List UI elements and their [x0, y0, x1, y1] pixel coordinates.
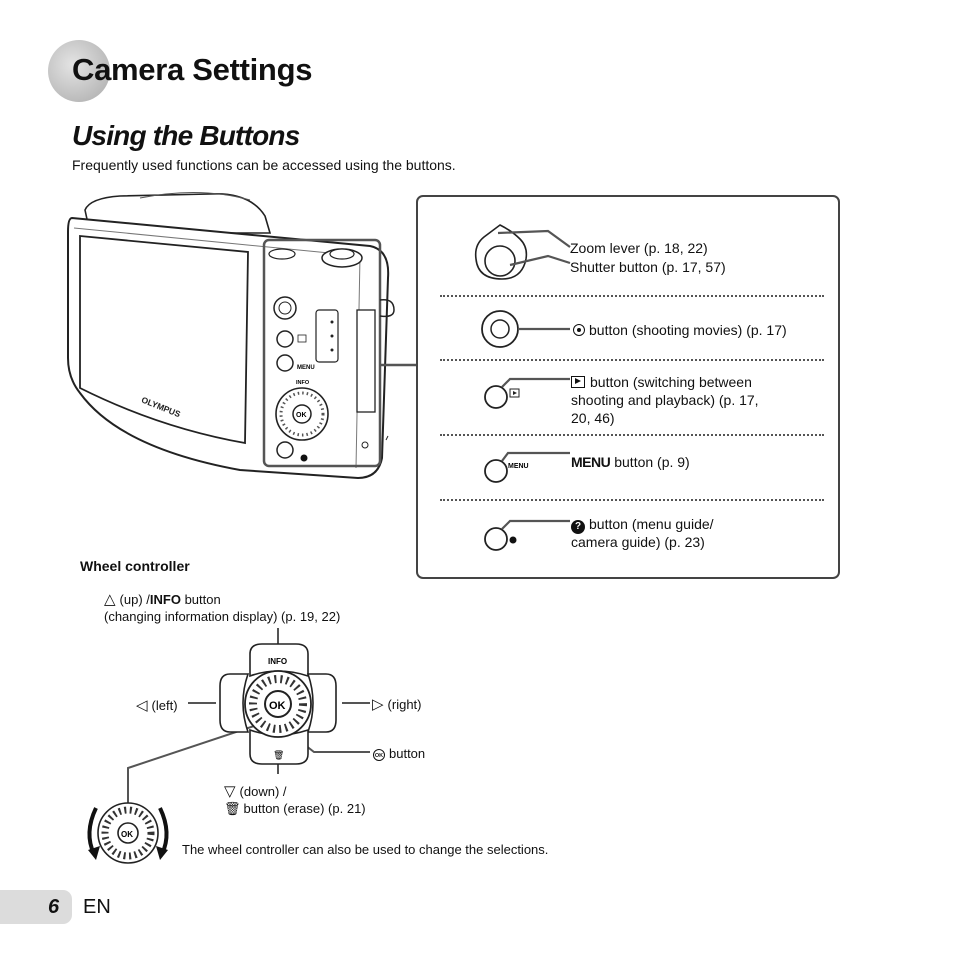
wheel-info-text: INFO	[268, 657, 287, 666]
wheel-ok-text: OK	[269, 700, 286, 712]
movie-button-icon	[481, 310, 570, 348]
camera-menu-text: MENU	[297, 365, 315, 371]
guide-button-icon	[484, 519, 570, 551]
zoom-lever-icon	[474, 224, 571, 280]
trash-icon: 🗑	[224, 801, 241, 816]
section-camera-icon	[48, 40, 110, 102]
playback-button-label: button (switching between	[571, 373, 752, 391]
divider	[440, 499, 824, 501]
guide-button-label: ?button (menu guide/	[571, 515, 714, 534]
section-subtitle: Using the Buttons	[72, 120, 300, 151]
erase-label: 🗑button (erase) (p. 21)	[224, 801, 366, 816]
page-number: 6	[48, 896, 60, 918]
wheel-controller-heading: Wheel controller	[80, 558, 190, 574]
down-label: ▽(down) /	[224, 783, 287, 800]
playback-button-icon	[484, 377, 570, 409]
camera-info-text: INFO	[296, 380, 310, 386]
intro-text: Frequently used functions can be accesse…	[72, 157, 456, 173]
shutter-button-label: Shutter button (p. 17, 57)	[570, 259, 726, 275]
camera-ok-text: OK	[296, 412, 307, 419]
wheel-controller-diagram: INFO OK 🗑 OK	[87, 628, 370, 864]
divider	[440, 359, 824, 361]
pad-trash-icon: 🗑	[273, 750, 284, 761]
camera-back-illustration: OLYMPUS MENU INFO OK	[67, 191, 416, 480]
button-guide-panel: Zoom lever (p. 18, 22) Shutter button (p…	[416, 195, 840, 579]
right-triangle-icon: ▷	[372, 696, 384, 713]
down-triangle-icon: ▽	[224, 783, 236, 800]
up-triangle-icon: △	[104, 591, 116, 608]
left-triangle-icon: ◁	[136, 697, 148, 714]
divider	[440, 434, 824, 436]
playback-button-label-2: shooting and playback) (p. 17,	[571, 392, 759, 408]
movie-button-label: button (shooting movies) (p. 17)	[573, 321, 787, 339]
menu-button-glyph: MENU	[508, 463, 529, 470]
playback-icon	[571, 376, 585, 388]
question-icon: ?	[571, 520, 585, 534]
playback-button-label-3: 20, 46)	[571, 410, 615, 426]
menu-button-icon: MENU	[484, 451, 570, 483]
zoom-lever-label: Zoom lever (p. 18, 22)	[570, 240, 708, 256]
page-number-tab	[0, 890, 72, 924]
page-language: EN	[83, 896, 111, 918]
ok-icon: OK	[373, 749, 385, 761]
divider	[440, 295, 824, 297]
right-label: ▷(right)	[372, 696, 422, 713]
up-info-description: (changing information display) (p. 19, 2…	[104, 609, 341, 624]
page-title: Camera Settings	[72, 52, 313, 87]
movie-record-icon	[573, 324, 585, 336]
guide-button-label-2: camera guide) (p. 23)	[571, 534, 705, 550]
rotate-ok-text: OK	[121, 830, 133, 839]
left-label: ◁(left)	[136, 697, 178, 714]
up-info-label: △(up) /INFO button	[104, 591, 221, 608]
wheel-note: The wheel controller can also be used to…	[182, 842, 549, 857]
